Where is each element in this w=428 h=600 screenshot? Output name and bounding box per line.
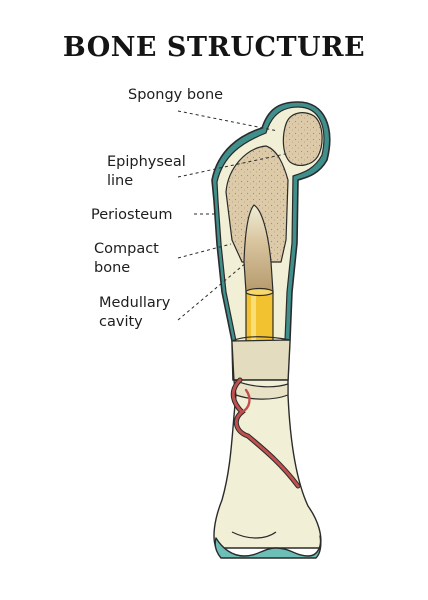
label-epiphyseal-line: Epiphyseal line [107, 153, 186, 191]
marrow-highlight [251, 296, 256, 354]
leader-spongy-bone [177, 110, 279, 132]
articular-cartilage [214, 535, 322, 559]
cross-section-top-edge [231, 336, 291, 342]
spongy-bone-metaphysis [225, 145, 289, 263]
label-periosteum: Periosteum [91, 206, 173, 225]
condyle-line [231, 531, 277, 539]
lower-shaft [213, 379, 322, 549]
label-compact-bone: Compact bone [94, 240, 159, 278]
cross-section-band [231, 339, 291, 381]
label-periosteum-text: Periosteum [91, 207, 173, 223]
label-spongy-bone-text: Spongy bone [128, 87, 224, 103]
label-epiphyseal-line-1: Epiphyseal [107, 154, 186, 170]
page-title: BONE STRUCTURE [62, 32, 366, 63]
label-spongy-bone: Spongy bone [128, 86, 223, 105]
label-epiphyseal-line-2: line [107, 173, 134, 189]
blood-vessel-branch [240, 388, 251, 414]
yellow-marrow-top [245, 287, 274, 297]
label-compact-bone-1: Compact [94, 241, 159, 257]
leader-epiphyseal-line [177, 153, 286, 178]
blood-vessel-inner [231, 378, 300, 488]
label-medullary-cavity: Medullary cavity [99, 294, 170, 332]
spongy-bone-head [282, 112, 323, 166]
label-compact-bone-2: bone [94, 260, 131, 276]
label-medullary-cavity-2: cavity [99, 314, 143, 330]
label-medullary-cavity-1: Medullary [99, 295, 171, 311]
